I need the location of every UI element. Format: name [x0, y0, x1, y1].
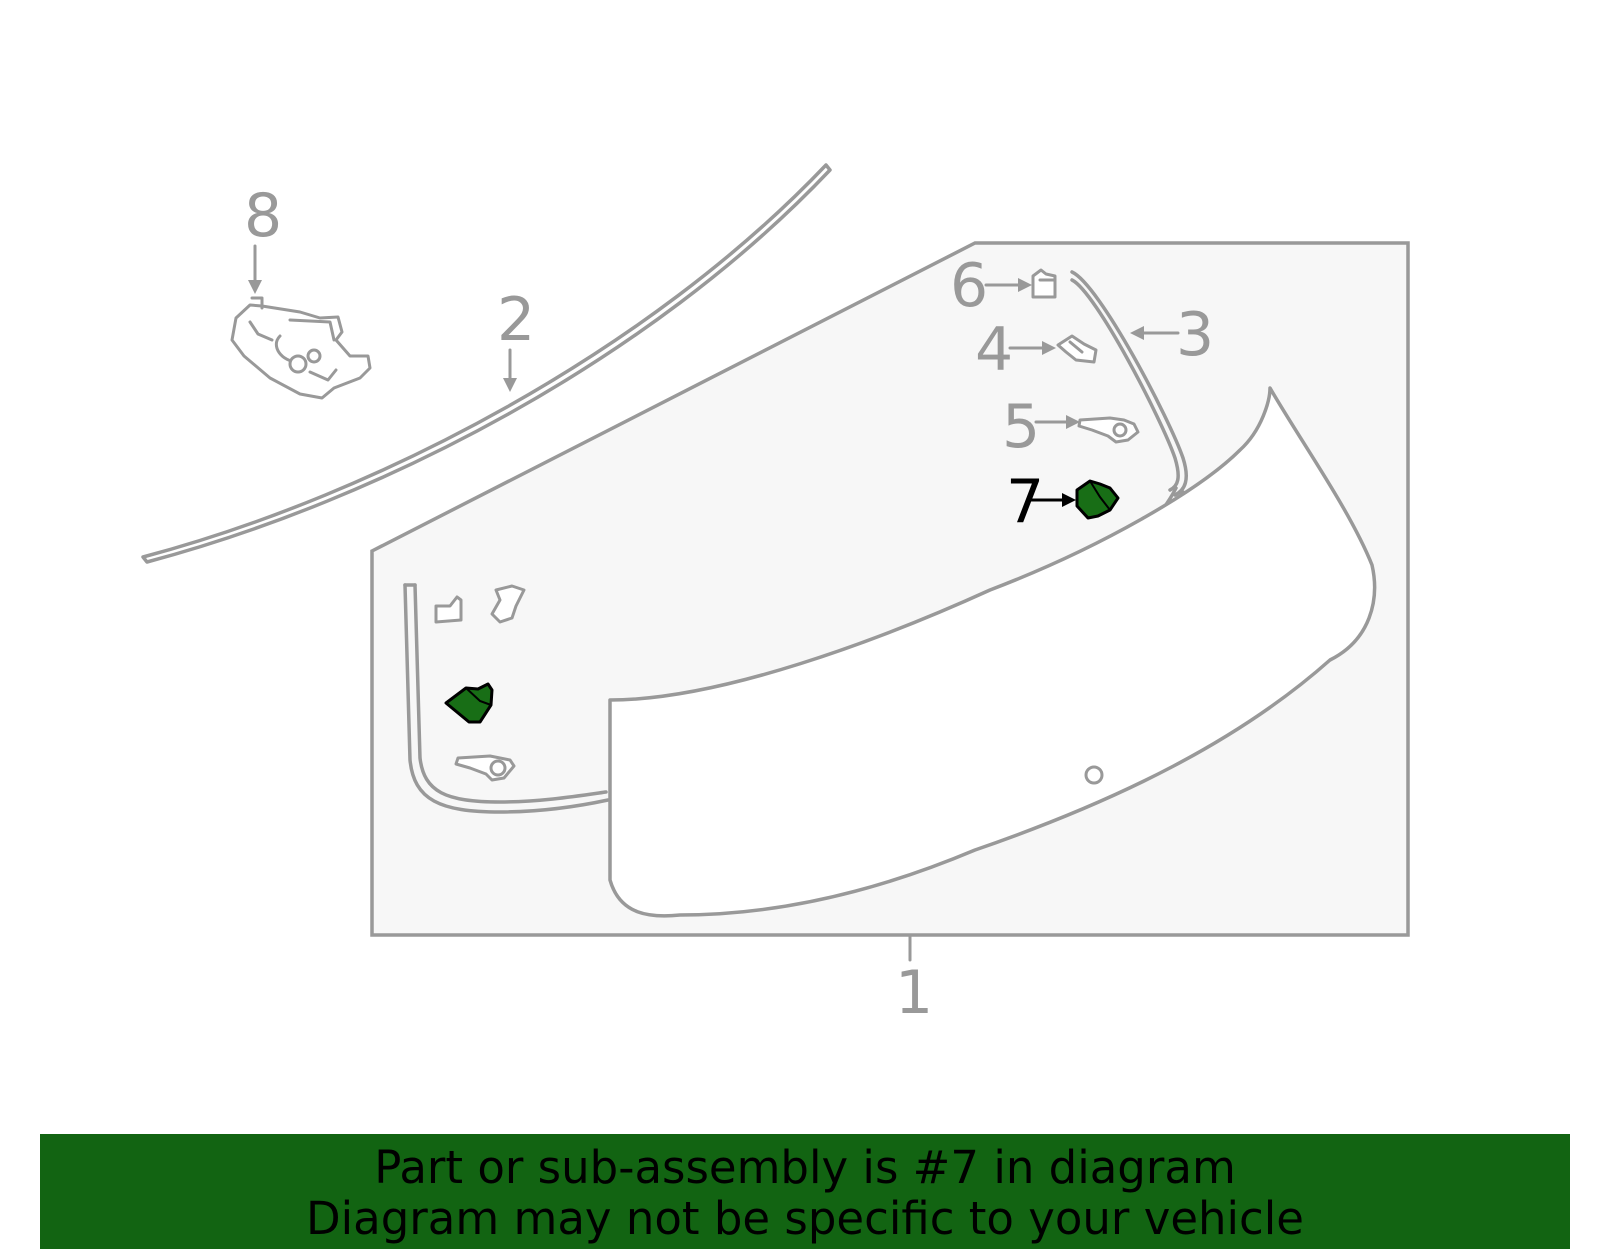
left-clip-angled	[490, 584, 526, 624]
clip-part-6[interactable]	[1031, 268, 1057, 299]
left-fastener	[454, 754, 516, 782]
callout-3: 3	[1176, 300, 1214, 370]
callout-7: 7	[1006, 467, 1044, 537]
callout-8: 8	[244, 181, 282, 251]
banner-line-disclaimer: Diagram may not be specific to your vehi…	[306, 1192, 1304, 1245]
banner-line-part: Part or sub-assembly is #7 in diagram	[374, 1141, 1236, 1194]
hinge-bracket-part[interactable]	[230, 296, 372, 400]
notice-banner: Part or sub-assembly is #7 in diagram Di…	[40, 1134, 1570, 1249]
left-seal-strip	[403, 583, 610, 814]
deck-lid-glass-panel[interactable]	[608, 386, 1377, 918]
left-clip-square	[434, 595, 463, 624]
callout-2: 2	[497, 285, 535, 355]
leader-arrow-8	[248, 244, 262, 294]
left-clip-highlighted	[444, 682, 494, 724]
callout-1: 1	[895, 958, 933, 1028]
leader-arrow-2	[503, 348, 517, 392]
clip-part-4[interactable]	[1056, 334, 1098, 364]
fastener-part-5[interactable]	[1077, 416, 1140, 444]
leader-arrow-3	[1130, 326, 1180, 340]
leader-arrow-5	[1034, 415, 1080, 429]
leader-arrow-7	[1028, 493, 1076, 507]
leader-arrow-6	[984, 278, 1032, 292]
callout-4: 4	[975, 315, 1013, 385]
windshield-molding-strip[interactable]	[141, 163, 832, 564]
leader-arrow-4	[1008, 341, 1056, 355]
callout-5: 5	[1002, 392, 1040, 462]
callout-6: 6	[950, 251, 988, 321]
clip-part-7-highlighted[interactable]	[1075, 479, 1120, 520]
